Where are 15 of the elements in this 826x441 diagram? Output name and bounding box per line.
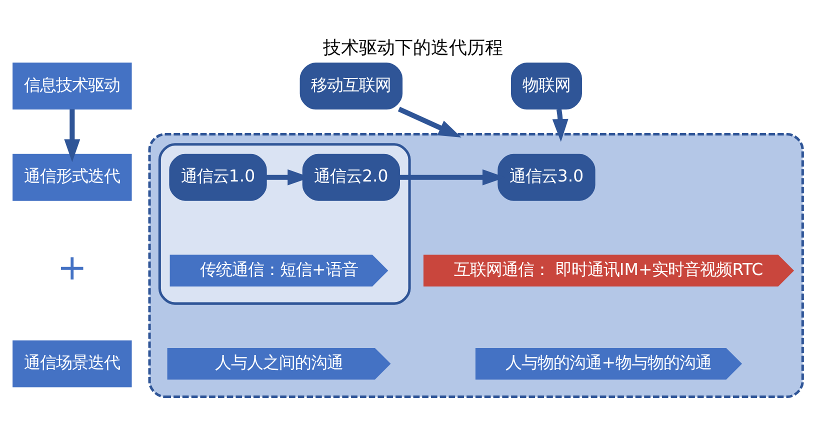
node-box: 移动互联网	[300, 62, 403, 110]
node-box: 通信云3.0	[498, 154, 596, 201]
node-box: 物联网	[510, 62, 582, 110]
node-box: 信息技术驱动	[12, 62, 132, 110]
arrow	[64, 109, 80, 162]
arrow	[398, 106, 462, 138]
cluster	[148, 133, 804, 398]
node-box: 通信场景迭代	[12, 340, 132, 388]
node-box: 通信云2.0	[302, 154, 400, 201]
node-box: 通信形式迭代	[12, 154, 132, 201]
label: +	[57, 247, 88, 288]
cluster	[158, 143, 411, 305]
node-box: 通信云1.0	[169, 154, 267, 201]
arrow	[552, 108, 568, 142]
diagram-title: 技术驱动下的迭代历程	[323, 38, 503, 58]
